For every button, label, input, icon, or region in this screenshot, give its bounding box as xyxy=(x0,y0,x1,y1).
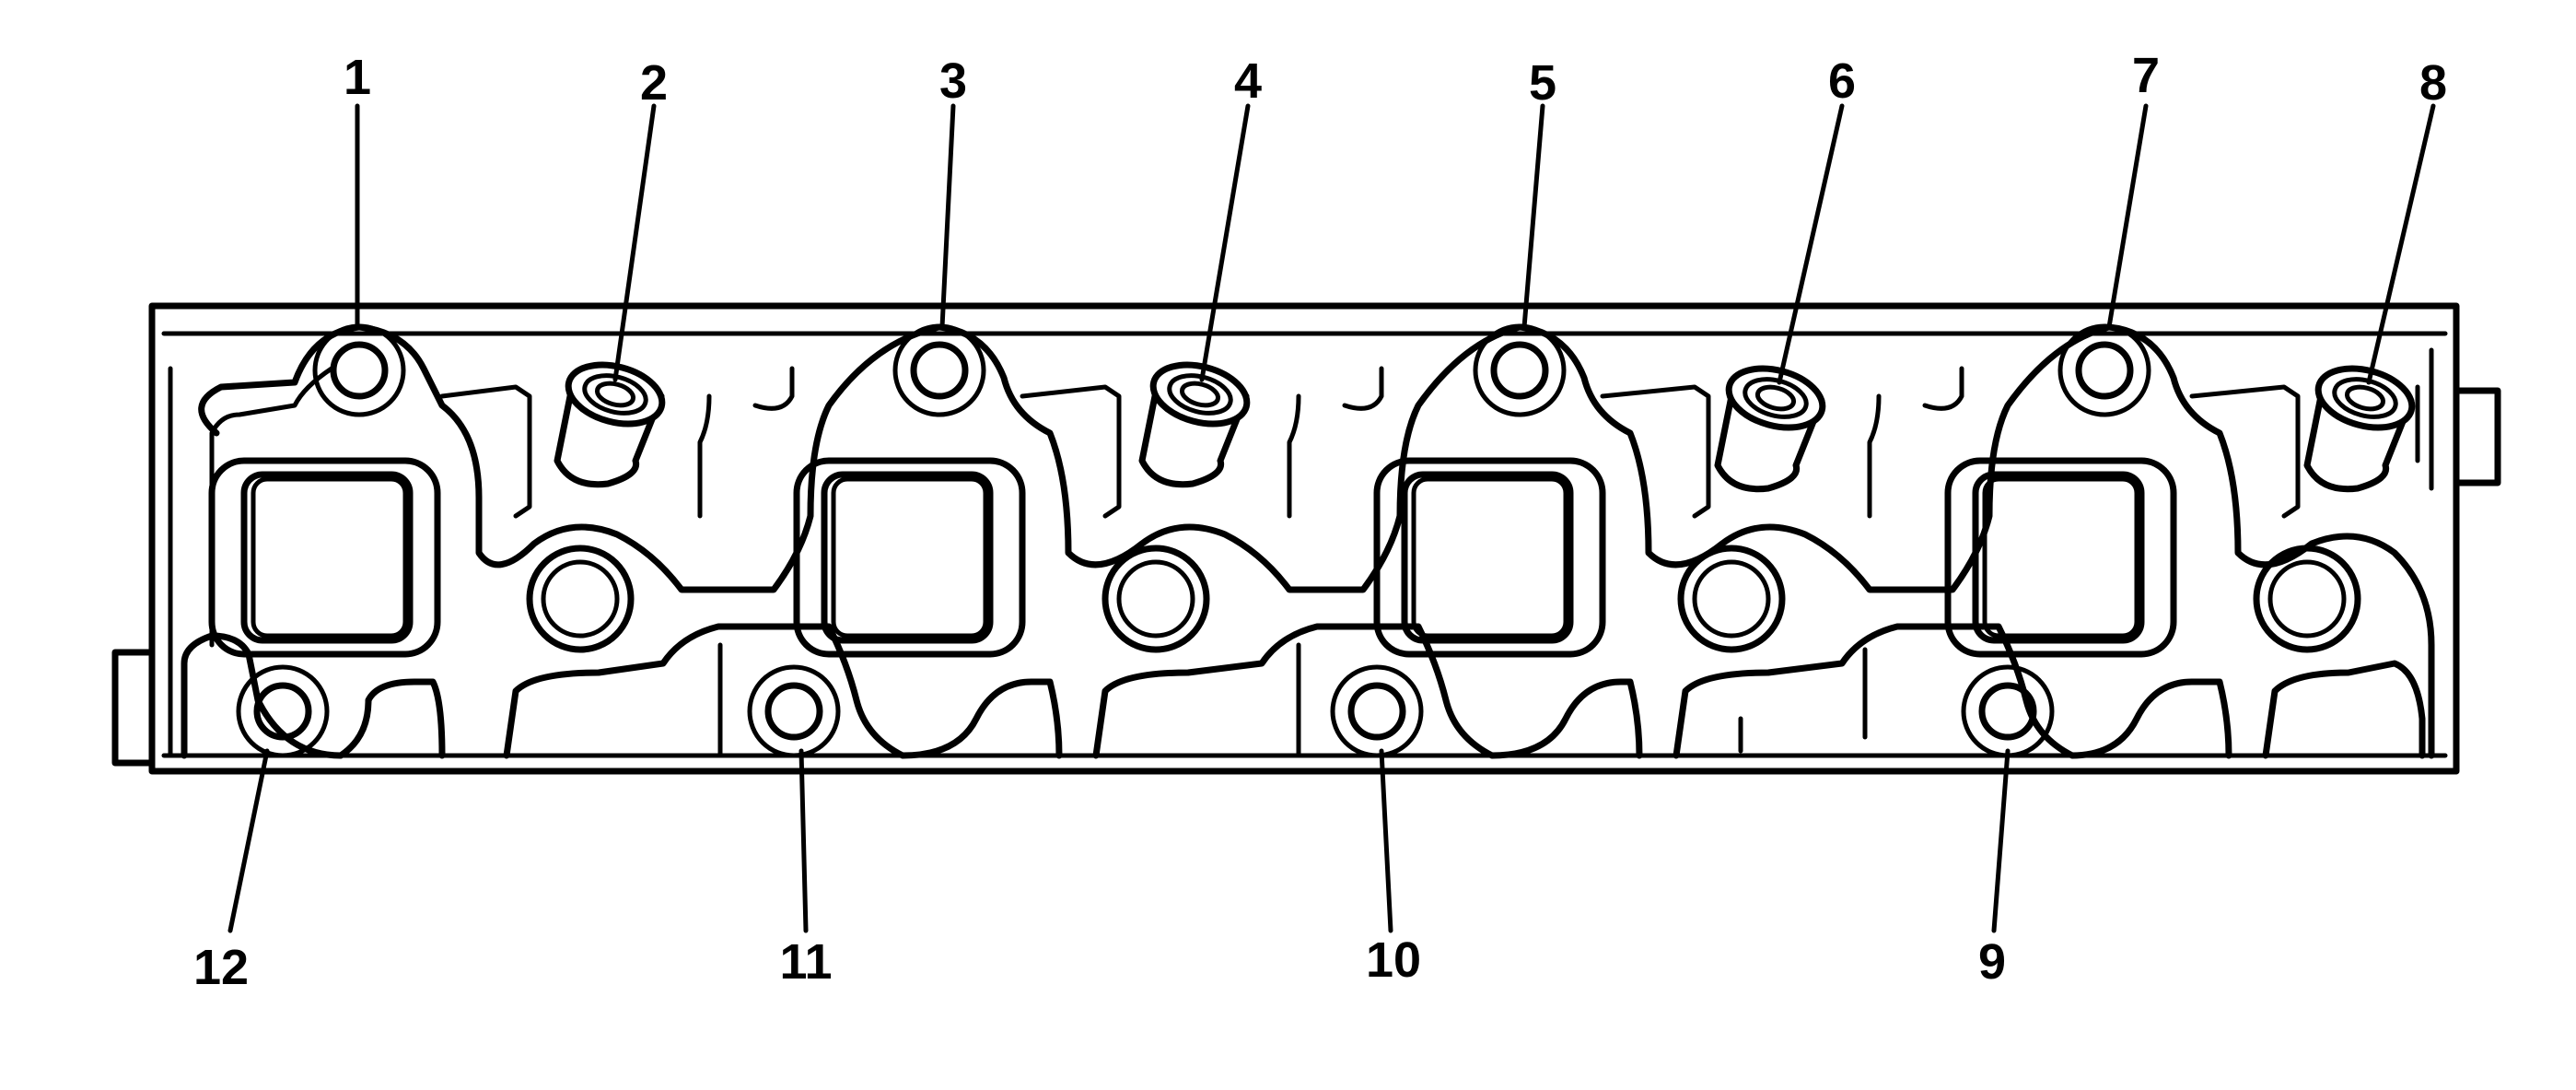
intake-ports xyxy=(208,457,2177,658)
callout-8: 8 xyxy=(2419,55,2447,111)
bolt-hole-10 xyxy=(1330,664,1424,758)
stud-4 xyxy=(1138,361,1251,488)
leader-lines xyxy=(227,103,2436,933)
coolant-ports xyxy=(526,545,2361,653)
callout-10: 10 xyxy=(1366,932,1421,988)
callout-3: 3 xyxy=(939,53,967,109)
bolt-hole-3 xyxy=(892,323,986,417)
leader-10 xyxy=(1379,748,1393,933)
callout-7: 7 xyxy=(2132,48,2160,103)
stud-6 xyxy=(1714,365,1826,493)
leader-5 xyxy=(1521,103,1545,330)
stud-8 xyxy=(2303,365,2416,493)
leader-12 xyxy=(227,748,270,933)
callout-4: 4 xyxy=(1234,53,1262,109)
leader-2 xyxy=(612,103,657,382)
intake-port-3 xyxy=(1373,457,1606,658)
callout-labels: 1 2 3 4 5 6 7 8 9 10 11 12 xyxy=(193,48,2447,995)
callout-9: 9 xyxy=(1978,934,2006,990)
coolant-port-2 xyxy=(1102,545,1210,653)
callout-1: 1 xyxy=(344,50,371,105)
leader-4 xyxy=(1199,103,1251,382)
intake-port-4 xyxy=(1944,457,2177,658)
callout-11: 11 xyxy=(779,934,832,990)
callout-12: 12 xyxy=(193,940,249,995)
cylinder-head-body xyxy=(111,302,2501,775)
intake-port-2 xyxy=(793,457,1026,658)
leader-3 xyxy=(939,103,956,330)
leader-11 xyxy=(798,748,809,933)
leader-6 xyxy=(1777,103,1845,385)
flange-detail-lines xyxy=(209,366,2301,758)
bolt-hole-5 xyxy=(1473,323,1567,417)
coolant-port-4 xyxy=(2253,545,2361,653)
bolt-hole-9 xyxy=(1961,664,2055,758)
bolt-hole-12 xyxy=(236,664,330,758)
callout-5: 5 xyxy=(1529,55,1556,111)
leader-7 xyxy=(2106,103,2149,330)
callout-2: 2 xyxy=(640,55,668,111)
coolant-port-1 xyxy=(526,545,635,653)
leader-8 xyxy=(2366,103,2436,385)
coolant-port-3 xyxy=(1677,545,1786,653)
studs xyxy=(554,361,2416,493)
callout-6: 6 xyxy=(1828,53,1856,109)
stud-2 xyxy=(554,361,666,488)
bolt-hole-11 xyxy=(747,664,841,758)
leader-9 xyxy=(1991,748,2011,933)
bolt-hole-7 xyxy=(2057,323,2151,417)
intake-port-1 xyxy=(208,457,441,658)
